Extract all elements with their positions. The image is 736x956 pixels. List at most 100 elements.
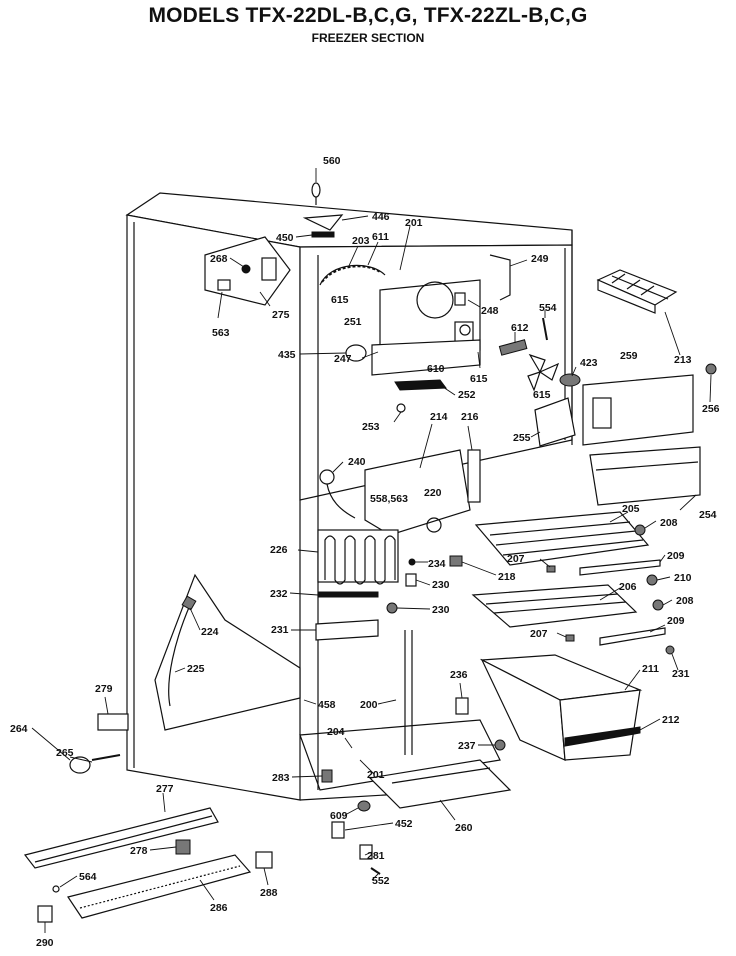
part-231 (315, 619, 379, 641)
part-252 (394, 379, 447, 391)
part-265 (91, 754, 121, 761)
part-label: 256 (702, 403, 720, 415)
part-label: 201 (367, 769, 385, 781)
part-label: 240 (348, 456, 366, 468)
part-label: 254 (699, 509, 717, 521)
part-label: 458 (318, 699, 336, 711)
part-224 (181, 595, 197, 611)
part-label: 552 (372, 875, 390, 887)
part-label: 209 (667, 550, 685, 562)
part-label: 206 (619, 581, 637, 593)
part-218 (449, 555, 463, 567)
part-label: 278 (130, 845, 148, 857)
part-446 (302, 214, 344, 231)
part-207 (546, 565, 556, 573)
part-label: 208 (660, 517, 678, 529)
part-554 (542, 317, 548, 341)
part-label: 279 (95, 683, 113, 695)
part-290 (37, 905, 53, 923)
part-label: 452 (395, 818, 413, 830)
part-label: 255 (513, 432, 531, 444)
part-264 (69, 756, 91, 774)
part-label: 252 (458, 389, 476, 401)
part-563 (217, 279, 231, 291)
part-452 (331, 821, 345, 839)
part-label: 564 (79, 871, 97, 883)
part-450 (311, 231, 335, 238)
part-label: 281 (367, 850, 385, 862)
part-label: 209 (667, 615, 685, 627)
part-label: 236 (450, 669, 468, 681)
part-205-shelf (474, 511, 650, 566)
part-275-switch (261, 257, 277, 281)
part-208-b (652, 599, 664, 611)
part-211-basket (479, 654, 643, 761)
part-615-fan-blade (527, 353, 560, 392)
part-label: 203 (352, 235, 370, 247)
part-231-b (665, 645, 675, 655)
part-label: 248 (481, 305, 499, 317)
part-label: 216 (461, 411, 479, 423)
part-label: 204 (327, 726, 345, 738)
part-277 (23, 807, 219, 869)
part-label: 611 (372, 231, 389, 243)
part-220 (426, 517, 442, 533)
part-label: 230 (432, 604, 450, 616)
part-560 (311, 182, 321, 198)
part-225-liner (154, 573, 301, 731)
part-label: 212 (662, 714, 680, 726)
part-label: 264 (10, 723, 28, 735)
part-label: 226 (270, 544, 288, 556)
part-label: 554 (539, 302, 557, 314)
part-label: 423 (580, 357, 598, 369)
part-255 (534, 397, 576, 447)
part-209-b (599, 627, 666, 646)
part-label: 210 (674, 572, 692, 584)
part-609 (357, 800, 371, 812)
part-236 (455, 697, 469, 715)
part-214 (364, 449, 471, 536)
part-label: 201 (405, 217, 423, 229)
part-label: 247 (334, 353, 352, 365)
part-label: 560 (323, 155, 341, 167)
part-label: 260 (455, 822, 473, 834)
part-label: 224 (201, 626, 219, 638)
part-label: 446 (372, 211, 390, 223)
part-label: 615 (470, 373, 488, 385)
part-label: 230 (432, 579, 450, 591)
part-278 (175, 839, 191, 855)
part-label: 218 (498, 571, 516, 583)
part-label: 615 (331, 294, 349, 306)
part-564 (52, 885, 60, 893)
part-286-grille (67, 854, 252, 919)
part-label: 265 (56, 747, 74, 759)
part-232 (317, 591, 379, 598)
part-label: 207 (530, 628, 548, 640)
part-552 (370, 867, 381, 875)
part-label: 275 (272, 309, 290, 321)
part-216 (467, 449, 481, 503)
part-label: 450 (276, 232, 294, 244)
part-label: 208 (676, 595, 694, 607)
part-234 (408, 558, 416, 566)
part-label: 207 (507, 553, 525, 565)
part-label: 268 (210, 253, 228, 265)
part-209 (579, 559, 661, 576)
part-260 (368, 759, 512, 809)
part-label: 558,563 (370, 493, 408, 505)
part-423 (559, 373, 581, 387)
part-label: 205 (622, 503, 640, 515)
part-label: 563 (212, 327, 230, 339)
part-612 (498, 339, 528, 356)
part-283 (321, 769, 333, 783)
part-206-shelf (471, 584, 638, 628)
part-207-b (565, 634, 575, 642)
part-226-evaporator (317, 529, 399, 585)
part-label: 220 (424, 487, 442, 499)
part-256 (705, 363, 717, 375)
diagram-subtitle: FREEZER SECTION (311, 31, 425, 45)
part-label: 211 (642, 663, 659, 675)
part-279 (97, 713, 129, 731)
part-label: 610 (427, 363, 445, 375)
part-label: 213 (674, 354, 692, 366)
